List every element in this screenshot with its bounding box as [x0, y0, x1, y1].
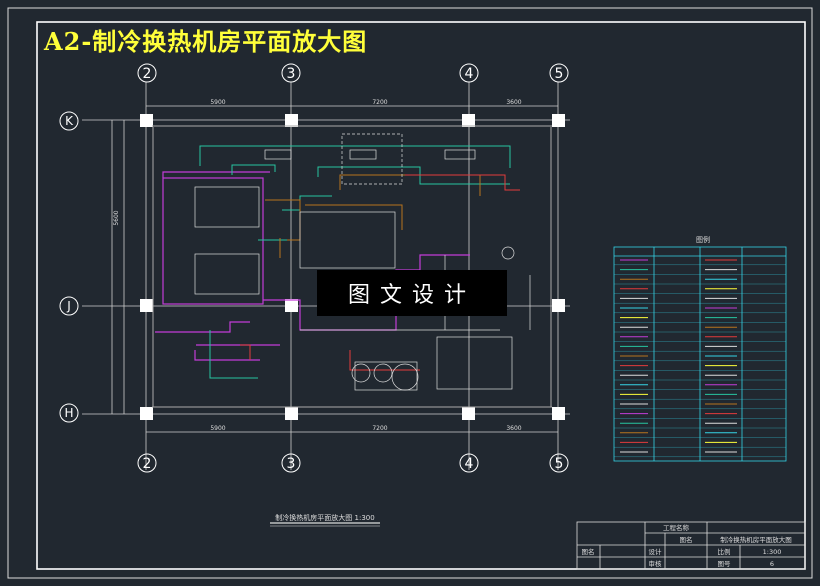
watermark: 图文设计 [317, 270, 507, 316]
legend-rows [614, 259, 786, 457]
drawing-title: A2-制冷换热机房平面放大图 [44, 27, 368, 56]
row-label: K [65, 114, 74, 128]
project-label: 工程名称 [663, 523, 690, 532]
dimension-text: 7200 [372, 99, 387, 106]
sheet-number: 6 [770, 560, 774, 568]
red-pipes [240, 174, 520, 371]
row-label: H [64, 406, 73, 420]
dimension-text: 7200 [372, 425, 387, 432]
review-label: 审核 [649, 559, 663, 568]
outer-frame [7, 7, 813, 579]
column-label: 2 [143, 456, 152, 472]
design-label: 设计 [649, 547, 663, 556]
structural-columns [140, 114, 565, 420]
scale-value: 1:300 [763, 548, 782, 556]
walls [152, 125, 552, 408]
dimension-text: 5900 [210, 425, 225, 432]
column-label: 2 [143, 66, 152, 82]
green-pipes [199, 145, 511, 379]
column-bubbles [137, 63, 569, 473]
pump-and-valve-details [264, 133, 531, 391]
dimension-text: 5600 [113, 210, 120, 225]
dimension-text: 3600 [506, 99, 521, 106]
legend-title: 图例 [696, 235, 710, 244]
column-label: 4 [465, 456, 474, 472]
brown-pipes [265, 174, 481, 258]
inner-frame [36, 21, 806, 570]
chiller-units [155, 171, 470, 361]
title-block [576, 521, 806, 570]
row-bubbles [59, 111, 79, 423]
drawing-name-label: 图名 [680, 535, 693, 544]
dimension-text: 5900 [210, 99, 225, 106]
drawing-name: 制冷换热机房平面放大图 [720, 535, 792, 544]
drawing-caption: 制冷换热机房平面放大图 1:300 [275, 513, 374, 522]
column-label: 3 [287, 66, 296, 82]
row-label: J [66, 299, 71, 313]
column-label: 5 [555, 456, 564, 472]
column-label: 4 [465, 66, 474, 82]
dimension-text: 3600 [506, 425, 521, 432]
column-label: 3 [287, 456, 296, 472]
column-label: 5 [555, 66, 564, 82]
sheet-label: 图号 [718, 560, 732, 568]
legend-table [613, 246, 787, 462]
drawn-label: 图名 [582, 547, 595, 556]
scale-label: 比例 [718, 547, 731, 556]
